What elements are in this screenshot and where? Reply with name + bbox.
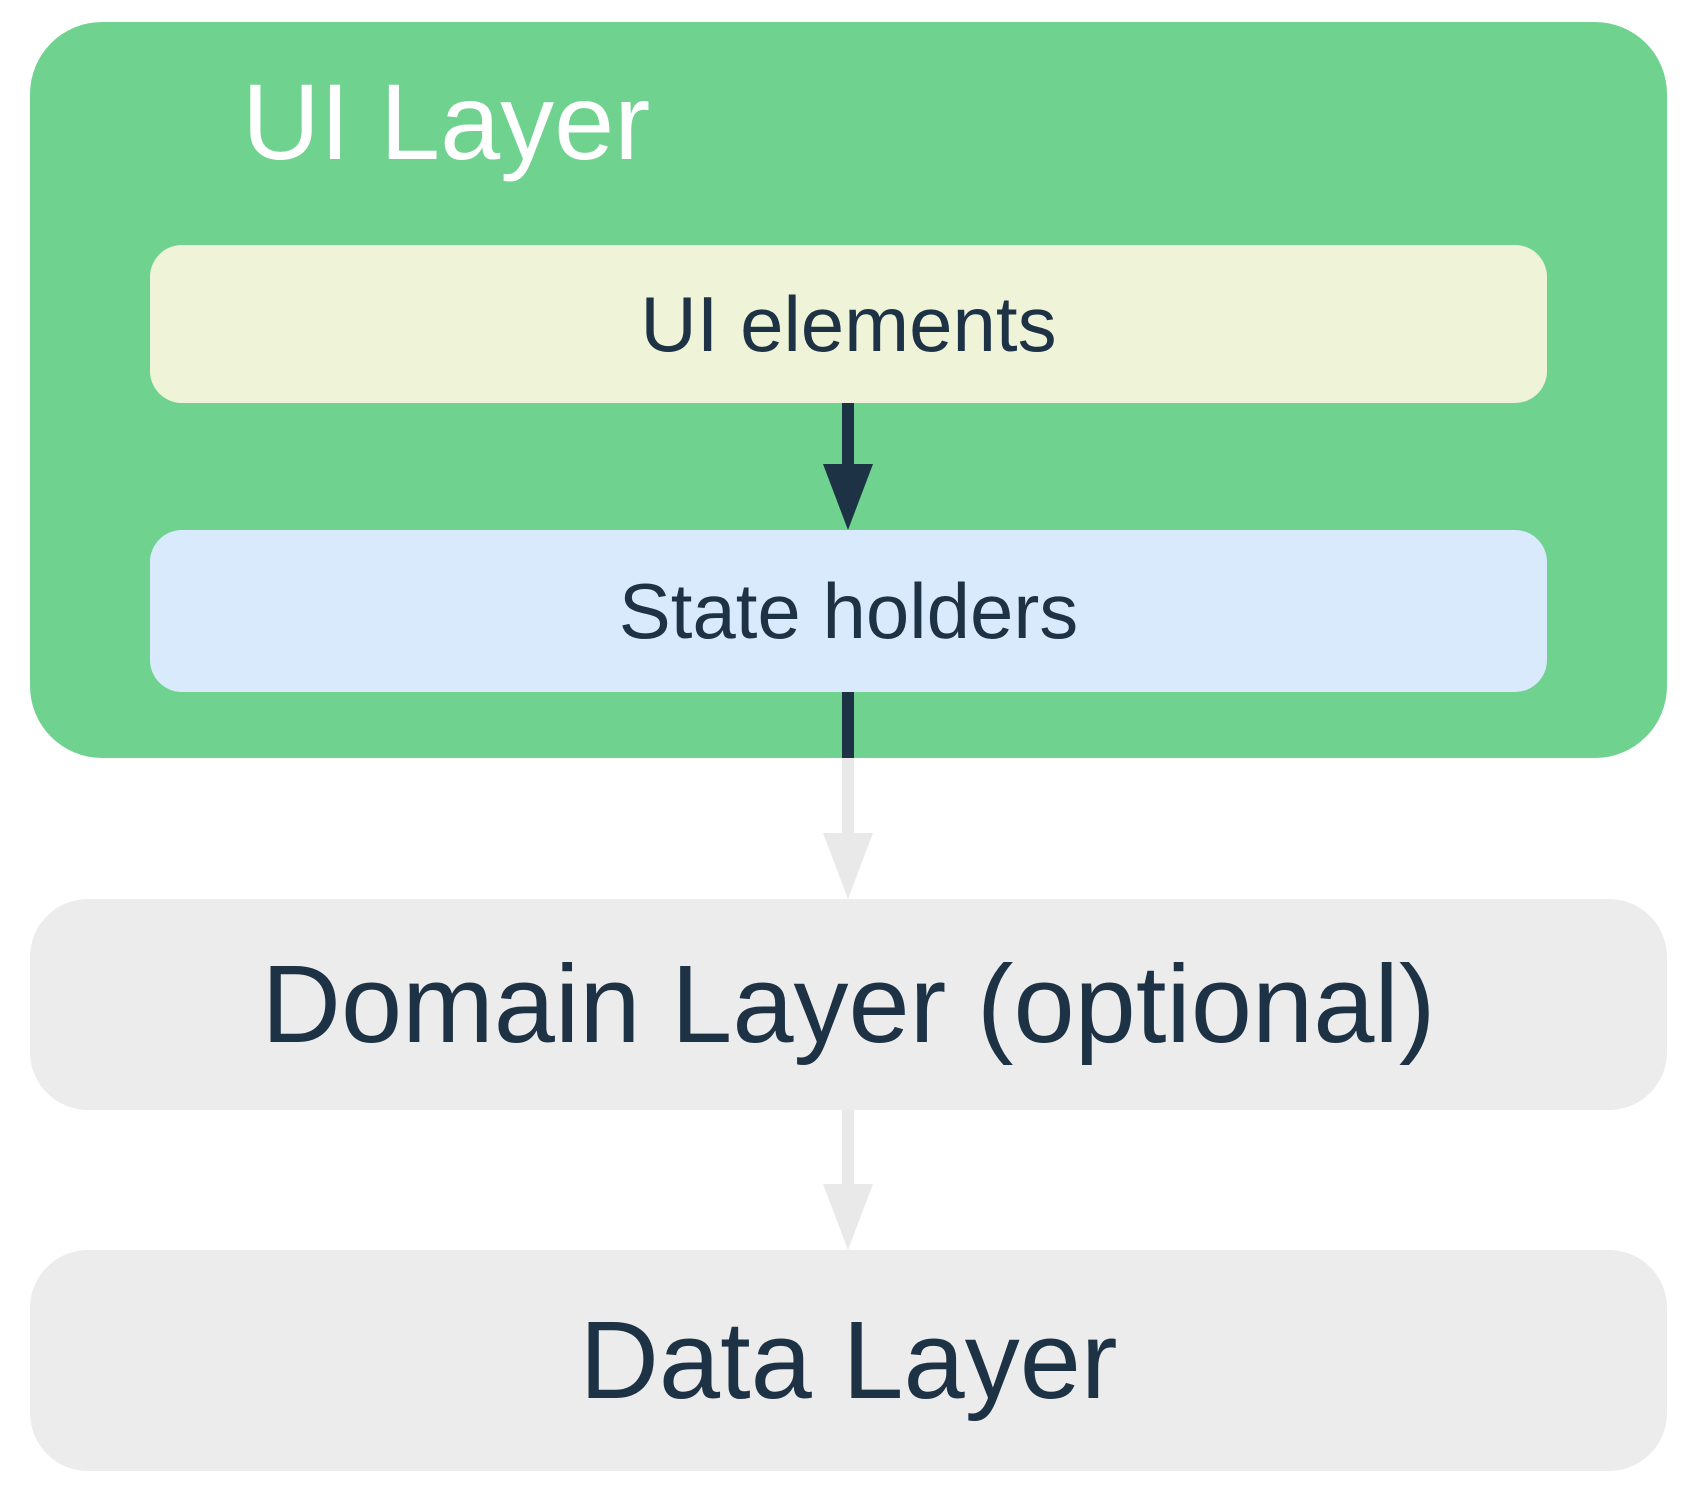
arrow-domain-to-data-head: [823, 1184, 873, 1250]
arrow-state-holders-to-domain-head: [823, 833, 873, 899]
arrow-domain-to-data-shaft: [842, 1110, 854, 1187]
arrow-state-holders-to-domain-shaft-navy: [842, 692, 854, 758]
domain-layer-label: Domain Layer (optional): [261, 942, 1436, 1066]
data-layer-label: Data Layer: [579, 1298, 1118, 1422]
ui-elements-label: UI elements: [640, 280, 1057, 368]
data-layer-box: Data Layer: [30, 1250, 1667, 1471]
arrow-ui-elements-to-state-holders-shaft: [842, 403, 854, 467]
ui-layer-title: UI Layer: [242, 61, 651, 182]
state-holders-box: State holders: [150, 530, 1547, 692]
ui-layer-box: UI Layer UI elements State holders: [30, 22, 1667, 758]
state-holders-label: State holders: [618, 567, 1079, 655]
domain-layer-box: Domain Layer (optional): [30, 899, 1667, 1110]
arrow-ui-elements-to-state-holders-head: [823, 464, 873, 530]
arrow-state-holders-to-domain-shaft-gray: [842, 758, 854, 836]
ui-elements-box: UI elements: [150, 245, 1547, 403]
